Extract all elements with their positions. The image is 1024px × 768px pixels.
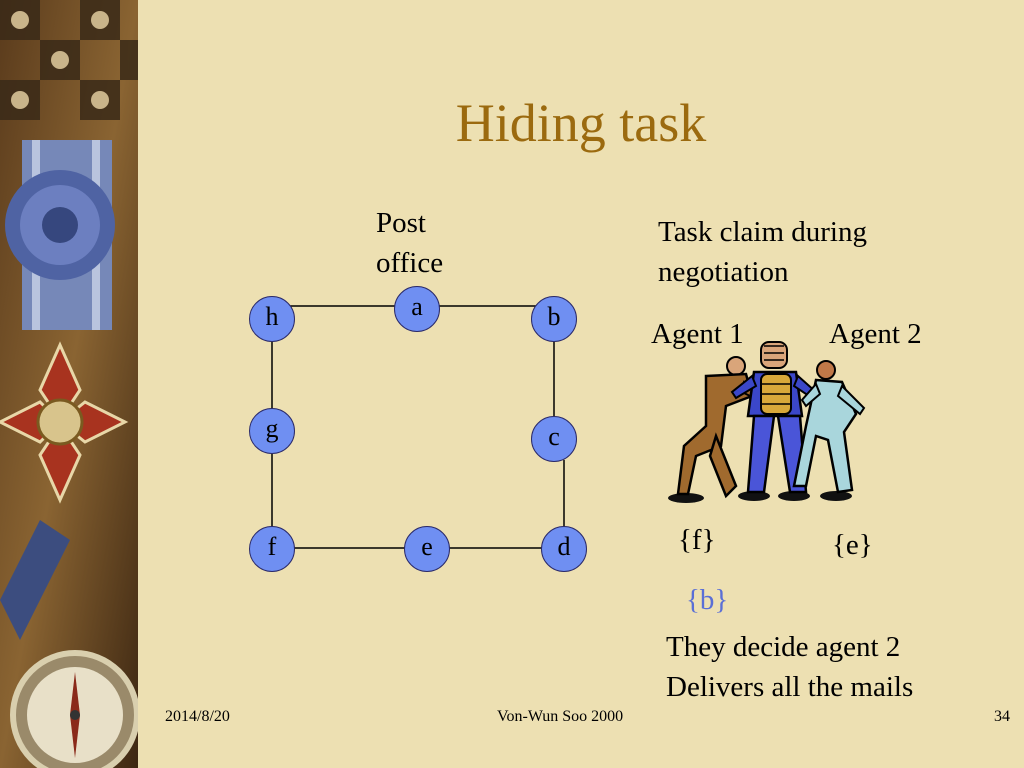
post-office-label-line1: Post <box>376 207 426 239</box>
footer-date: 2014/8/20 <box>165 708 230 725</box>
agent2-task-set: {e} <box>832 529 873 561</box>
graph-node-a: a <box>394 286 440 332</box>
decision-line1: They decide agent 2 <box>666 631 901 663</box>
task-claim-line1: Task claim during <box>658 216 867 248</box>
graph-node-d: d <box>541 526 587 572</box>
footer-page-number: 34 <box>994 708 1010 725</box>
agent2-label: Agent 2 <box>829 318 922 350</box>
decorative-medal-image <box>0 0 138 768</box>
task-claim-line2: negotiation <box>658 256 789 288</box>
graph-node-f: f <box>249 526 295 572</box>
referee-figure <box>730 341 818 501</box>
post-office-label-line2: office <box>376 247 444 279</box>
graph-node-c: c <box>531 416 577 462</box>
graph-node-h: h <box>249 296 295 342</box>
decision-line2: Delivers all the mails <box>666 671 914 703</box>
graph-node-e: e <box>404 526 450 572</box>
hidden-task-set: {b} <box>686 584 729 616</box>
graph-node-b: b <box>531 296 577 342</box>
agent1-label: Agent 1 <box>651 318 744 350</box>
agent2-figure <box>792 360 866 501</box>
graph-node-g: g <box>249 408 295 454</box>
negotiating-agents-clipart <box>668 341 866 503</box>
agent1-task-set: {f} <box>678 524 716 556</box>
footer-author: Von-Wun Soo 2000 <box>497 708 624 725</box>
slide-title: Hiding task <box>455 93 707 153</box>
